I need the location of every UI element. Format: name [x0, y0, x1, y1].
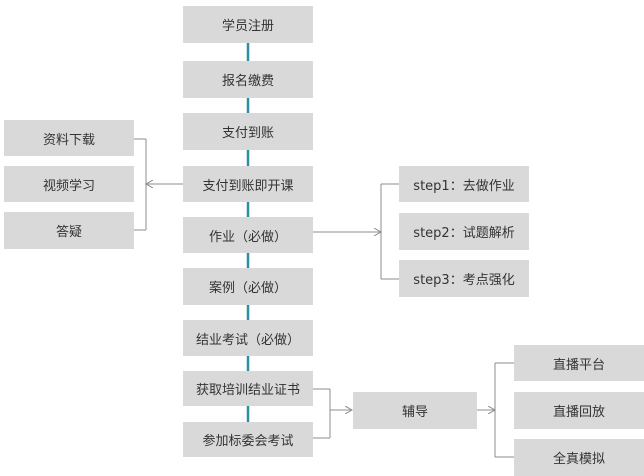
tutoring-live-platform: 直播平台 [514, 345, 644, 381]
step-payment-received: 支付到账 [183, 113, 313, 150]
resource-download: 资料下载 [4, 120, 134, 156]
tutoring-mock-exam: 全真模拟 [514, 439, 644, 476]
tutoring-box: 辅导 [353, 392, 477, 429]
step-certificate: 获取培训结业证书 [183, 371, 313, 406]
tutoring-live-replay: 直播回放 [514, 392, 644, 429]
step-case-study: 案例（必做） [183, 268, 313, 305]
left-branch-lines [134, 138, 183, 231]
resource-video: 视频学习 [4, 166, 134, 202]
homework-step-1: step1：去做作业 [399, 166, 529, 202]
resource-qa: 答疑 [4, 212, 134, 249]
tutoring-items-lines [477, 362, 514, 458]
step-student-register: 学员注册 [183, 6, 313, 43]
step-course-start: 支付到账即开课 [183, 166, 313, 202]
homework-step-2: step2：试题解析 [399, 213, 529, 250]
homework-step-3: step3：考点强化 [399, 260, 529, 297]
step-enroll-pay: 报名缴费 [183, 61, 313, 98]
step-final-exam: 结业考试（必做） [183, 320, 313, 356]
homework-branch-lines [313, 183, 399, 280]
tutoring-branch-lines [313, 388, 352, 439]
step-homework: 作业（必做） [183, 217, 313, 253]
step-committee-exam: 参加标委会考试 [183, 422, 313, 457]
